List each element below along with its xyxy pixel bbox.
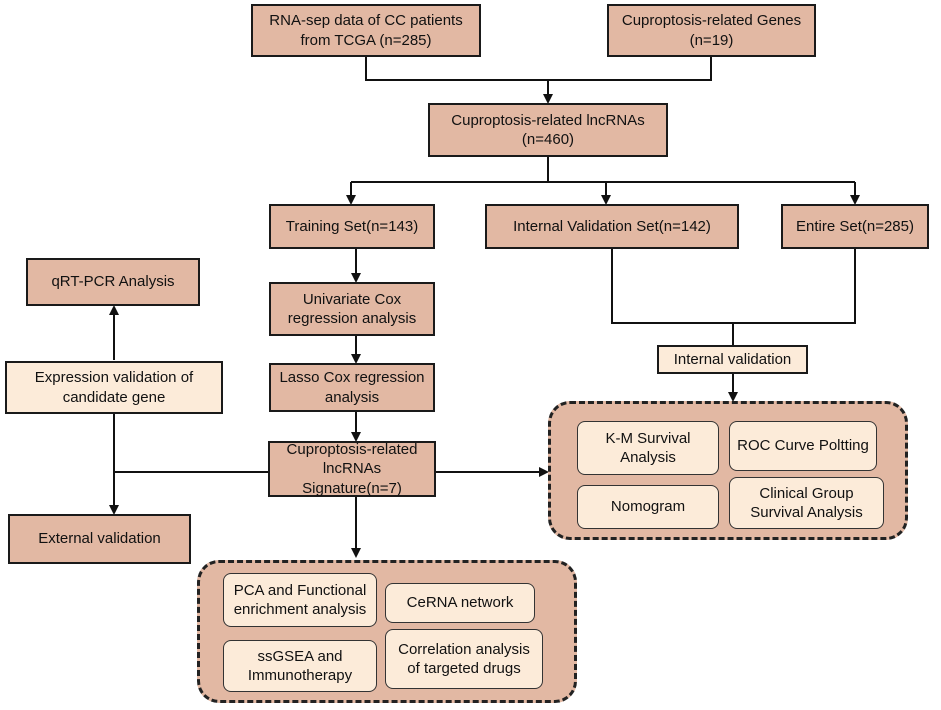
rna-data-box: RNA-sep data of CC patients from TCGA (n… [251, 4, 481, 57]
internal-validation-set-box: Internal Validation Set(n=142) [485, 204, 739, 249]
lncrnas-box: Cuproptosis-related lncRNAs (n=460) [428, 103, 668, 157]
km-survival-box: K-M Survival Analysis [577, 421, 719, 475]
clinical-group-box: Clinical Group Survival Analysis [729, 477, 884, 529]
entire-set-box: Entire Set(n=285) [781, 204, 929, 249]
lasso-cox-box: Lasso Cox regression analysis [269, 363, 435, 412]
internal-validation-box: Internal validation [657, 345, 808, 374]
external-validation-box: External validation [8, 514, 191, 564]
univariate-cox-box: Univariate Cox regression analysis [269, 282, 435, 336]
pca-box: PCA and Functional enrichment analysis [223, 573, 377, 627]
nomogram-box: Nomogram [577, 485, 719, 529]
expression-validation-box: Expression validation of candidate gene [5, 361, 223, 414]
cerna-box: CeRNA network [385, 583, 535, 623]
cuproptosis-genes-box: Cuproptosis-related Genes (n=19) [607, 4, 816, 57]
roc-curve-box: ROC Curve Poltting [729, 421, 877, 471]
ssgsea-box: ssGSEA and Immunotherapy [223, 640, 377, 692]
qrt-pcr-box: qRT-PCR Analysis [26, 258, 200, 306]
training-set-box: Training Set(n=143) [269, 204, 435, 249]
signature-box: Cuproptosis-related lncRNAs Signature(n=… [268, 441, 436, 497]
correlation-box: Correlation analysis of targeted drugs [385, 629, 543, 689]
